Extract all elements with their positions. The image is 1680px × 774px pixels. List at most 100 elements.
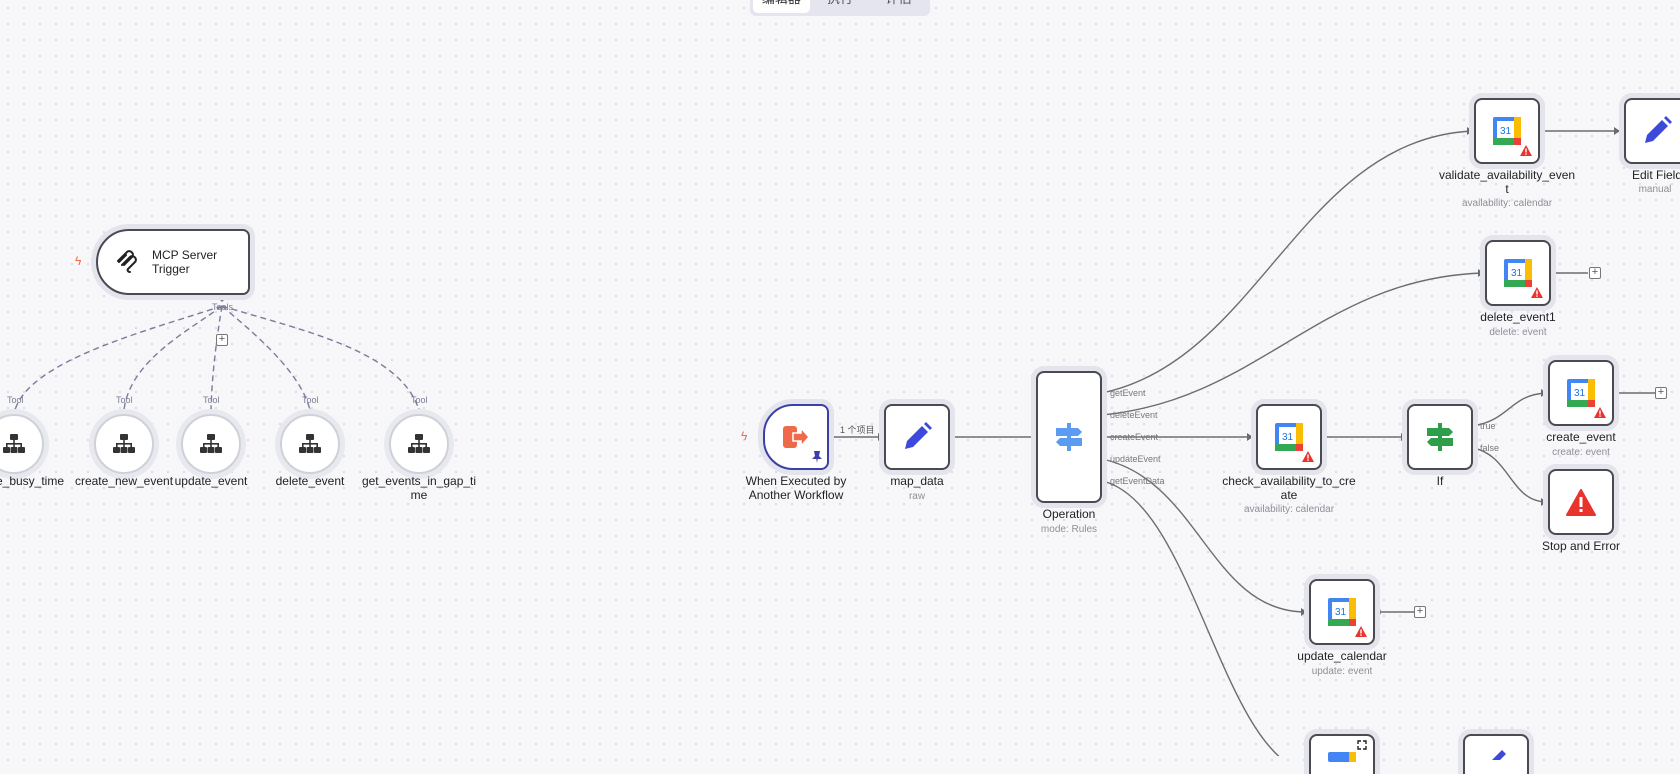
- sitemap-icon: [200, 434, 222, 453]
- sitemap-icon: [408, 434, 430, 453]
- edge-geteventdata: [1101, 480, 1280, 756]
- view-tabs: 编辑器 执行 评估: [750, 0, 930, 16]
- exec-trigger-label: When Executed by Another Workflow: [745, 474, 847, 502]
- google-calendar-icon: [1328, 752, 1356, 762]
- bottom-edit-node[interactable]: [1463, 734, 1529, 774]
- mcp-trigger-title: MCP Server Trigger: [152, 248, 218, 276]
- pencil-icon: [1645, 116, 1672, 143]
- tool-edge-delete-event: [221, 305, 311, 411]
- update-calendar-label: update_calendar: [1297, 649, 1387, 663]
- validate-availability-sub: availability: calendar: [1461, 198, 1553, 209]
- sign-out-icon: [783, 426, 811, 448]
- edge-false-stop: [1472, 447, 1547, 503]
- update-calendar-sub: update: event: [1311, 666, 1373, 677]
- check-availability-label: check_availability_to_cre ate: [1222, 474, 1356, 502]
- edge-true-create: [1472, 392, 1547, 427]
- google-calendar-icon: 31: [1567, 379, 1595, 407]
- tool-node-create-new-event[interactable]: [94, 414, 154, 474]
- tool-node-get-events-gap[interactable]: [389, 414, 449, 474]
- svg-text:31: 31: [1574, 388, 1586, 399]
- tool-node-update-event[interactable]: [181, 414, 241, 474]
- mcp-server-trigger-node[interactable]: MCP Server Trigger: [96, 229, 250, 295]
- tab-evaluations[interactable]: 评估: [870, 0, 927, 13]
- edge-getevent-validate: [1101, 130, 1473, 394]
- operation-sub: mode: Rules: [1040, 524, 1098, 535]
- if-label: If: [1436, 474, 1444, 488]
- edit-fields-sub: manual: [1638, 184, 1672, 195]
- google-calendar-icon: 31: [1275, 423, 1303, 451]
- warning-icon: [1520, 145, 1532, 156]
- tool-node-delete-event[interactable]: [280, 414, 340, 474]
- create-event-node[interactable]: 31: [1548, 360, 1614, 426]
- tool-label-get-events-gap: get_events_in_gap_ti me: [361, 474, 477, 502]
- map-data-sub: raw: [908, 491, 926, 502]
- check-availability-sub: availability: calendar: [1243, 504, 1335, 515]
- validate-availability-node[interactable]: 31: [1474, 98, 1540, 164]
- warning-icon: [1355, 626, 1367, 637]
- bottom-calendar-node[interactable]: [1309, 734, 1375, 774]
- item-count-label: 1 个项目: [840, 425, 875, 435]
- warning-triangle-icon: [1566, 488, 1596, 516]
- port-delete-event: deleteEvent: [1110, 410, 1158, 420]
- warning-icon: [1531, 287, 1543, 298]
- tool-label-create-new-event: create_new_event: [74, 474, 174, 488]
- tool-label-busy-time: e_busy_time: [0, 474, 65, 488]
- stop-and-error-node[interactable]: [1548, 469, 1614, 535]
- port-true: true: [1480, 421, 1496, 431]
- trigger-bolt-icon: ϟ: [75, 254, 82, 268]
- create-event-label: create_event: [1546, 430, 1616, 444]
- connections-layer: [10, 126, 1655, 756]
- warning-icon: [1302, 451, 1314, 462]
- update-calendar-node[interactable]: 31: [1309, 579, 1375, 645]
- tools-port-label: Tools: [212, 302, 234, 312]
- tab-executions[interactable]: 执行: [812, 0, 869, 13]
- expand-icon[interactable]: [1357, 740, 1367, 750]
- signpost-icon: [1056, 423, 1082, 451]
- svg-text:31: 31: [1335, 607, 1347, 618]
- tool-edge-create-new-event: [123, 305, 223, 411]
- add-after-delete-button[interactable]: +: [1589, 267, 1601, 279]
- signpost-icon: [1427, 423, 1453, 451]
- tool-label-delete-event: delete_event: [275, 474, 345, 488]
- tool-tag-1: Tool: [7, 395, 24, 405]
- exec-trigger-bolt-icon: ϟ: [741, 429, 748, 443]
- edit-fields-label: Edit Field: [1632, 168, 1680, 182]
- check-availability-node[interactable]: 31: [1256, 404, 1322, 470]
- map-data-node[interactable]: [884, 404, 950, 470]
- edge-updateevent-update: [1101, 458, 1307, 613]
- port-create-event: createEvent: [1110, 432, 1159, 442]
- tab-editor[interactable]: 编辑器: [753, 0, 810, 13]
- pin-icon: [812, 451, 822, 463]
- tool-tag-5: Tool: [411, 395, 428, 405]
- mcp-icon: [117, 250, 137, 273]
- svg-text:31: 31: [1282, 432, 1294, 443]
- edge-deleteevent-delete: [1101, 272, 1484, 416]
- sitemap-icon: [3, 434, 25, 453]
- validate-availability-label: validate_availability_even t: [1438, 168, 1576, 196]
- tool-edge-busy-time: [14, 305, 223, 411]
- sitemap-icon: [299, 434, 321, 453]
- tool-tag-2: Tool: [116, 395, 133, 405]
- svg-text:31: 31: [1500, 126, 1512, 137]
- exec-trigger-node[interactable]: [763, 404, 829, 470]
- add-after-update-button[interactable]: +: [1414, 606, 1426, 618]
- tool-tag-3: Tool: [203, 395, 220, 405]
- create-event-sub: create: event: [1552, 447, 1610, 458]
- port-update-event: updateEvent: [1110, 454, 1161, 464]
- add-after-create-button[interactable]: +: [1655, 387, 1667, 399]
- port-get-event: getEvent: [1110, 388, 1146, 398]
- pencil-icon: [1492, 750, 1506, 760]
- operation-switch-node[interactable]: [1036, 371, 1102, 503]
- delete-event1-node[interactable]: 31: [1485, 240, 1551, 306]
- add-tool-button[interactable]: +: [216, 334, 228, 346]
- sitemap-icon: [113, 434, 135, 453]
- port-false: false: [1480, 443, 1500, 453]
- edit-fields-node[interactable]: [1624, 98, 1680, 164]
- tool-edge-get-events-gap: [221, 305, 420, 411]
- svg-text:31: 31: [1511, 268, 1523, 279]
- operation-label: Operation: [1042, 507, 1096, 521]
- if-node[interactable]: [1407, 404, 1473, 470]
- port-get-event-data: getEventData: [1110, 476, 1165, 486]
- google-calendar-icon: 31: [1504, 259, 1532, 287]
